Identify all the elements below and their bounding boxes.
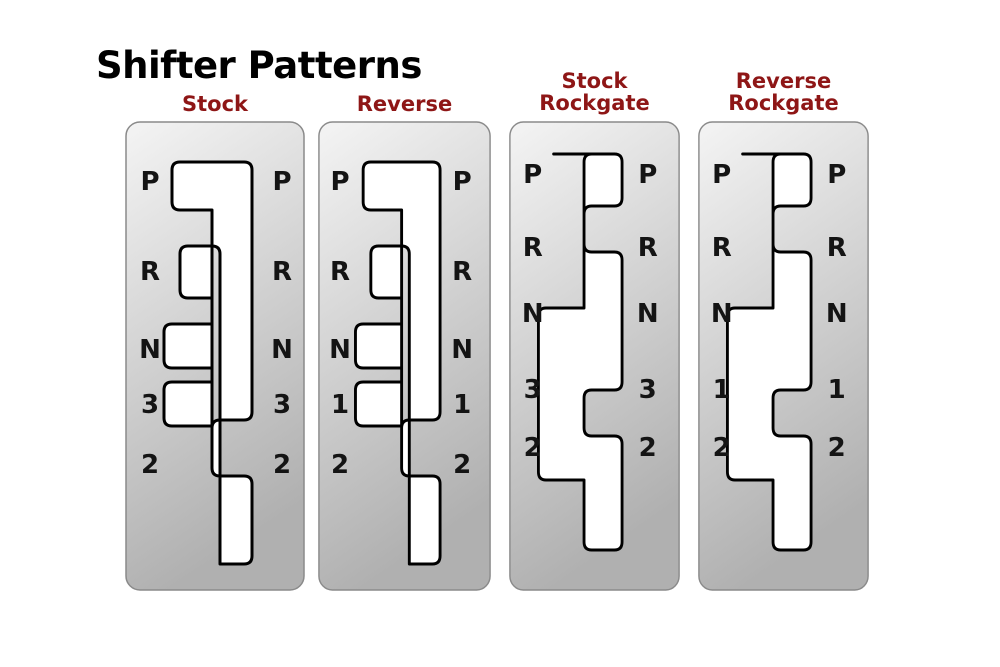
gear-label-right-r: R: [452, 257, 473, 287]
gear-label-left-p: P: [712, 160, 732, 190]
gear-label-right-p: P: [272, 167, 292, 197]
gear-label-right-p: P: [827, 160, 847, 190]
shift-gate-plate-reverse: [317, 120, 492, 592]
shift-gate-plate-reverse-rockgate: [697, 120, 870, 592]
shift-gate-plate-stock-rockgate: [508, 120, 681, 592]
gear-label-right-2: 2: [638, 433, 657, 463]
gate-slot-path: [725, 152, 813, 552]
gear-label-left-n: N: [139, 335, 161, 365]
gear-label-right-p: P: [638, 160, 658, 190]
plate-background: [125, 121, 305, 591]
gear-label-right-2: 2: [827, 433, 846, 463]
gear-label-left-1: 1: [331, 390, 350, 420]
page-title: Shifter Patterns: [96, 44, 422, 87]
gear-label-left-n: N: [329, 335, 351, 365]
gear-label-right-1: 1: [827, 375, 846, 405]
gear-label-left-n: N: [521, 299, 544, 329]
gear-label-right-r: R: [826, 233, 847, 263]
panel-title-reverse-rockgate: Reverse Rockgate: [728, 69, 839, 115]
gear-label-left-r: R: [139, 257, 161, 287]
gear-label-left-2: 2: [523, 433, 542, 463]
gear-label-left-r: R: [522, 233, 543, 263]
panel-title-reverse: Reverse: [356, 92, 453, 116]
panel-title-stock: Stock: [181, 92, 248, 116]
gear-label-right-n: N: [451, 335, 474, 365]
gear-label-left-2: 2: [331, 450, 350, 480]
gear-label-left-3: 3: [523, 375, 542, 405]
gear-label-right-3: 3: [638, 375, 657, 405]
gear-label-left-n: N: [710, 299, 733, 329]
gear-label-right-r: R: [271, 257, 293, 287]
gear-label-right-3: 3: [272, 390, 292, 420]
gear-label-right-p: P: [452, 167, 472, 197]
gear-label-left-p: P: [140, 167, 160, 197]
gear-label-left-1: 1: [712, 375, 731, 405]
gear-label-left-p: P: [523, 160, 543, 190]
panel-title-stock-rockgate: Stock Rockgate: [539, 69, 650, 115]
gear-label-left-p: P: [330, 167, 350, 197]
gear-label-left-2: 2: [140, 450, 160, 480]
shift-gate-plate-stock: [124, 120, 306, 592]
gear-label-right-r: R: [637, 233, 658, 263]
gear-label-right-2: 2: [453, 450, 472, 480]
gear-label-right-n: N: [271, 335, 293, 365]
gear-label-right-2: 2: [272, 450, 292, 480]
gear-label-right-1: 1: [453, 390, 472, 420]
gate-slot-path: [162, 160, 254, 566]
gear-label-left-2: 2: [712, 433, 731, 463]
gate-slot-path: [536, 152, 624, 552]
gear-label-left-r: R: [711, 233, 732, 263]
gear-label-left-r: R: [330, 257, 351, 287]
gear-label-right-n: N: [825, 299, 848, 329]
gear-label-left-3: 3: [140, 390, 160, 420]
plate-background: [318, 121, 491, 591]
gear-label-right-n: N: [636, 299, 659, 329]
gate-slot-path: [354, 160, 442, 566]
